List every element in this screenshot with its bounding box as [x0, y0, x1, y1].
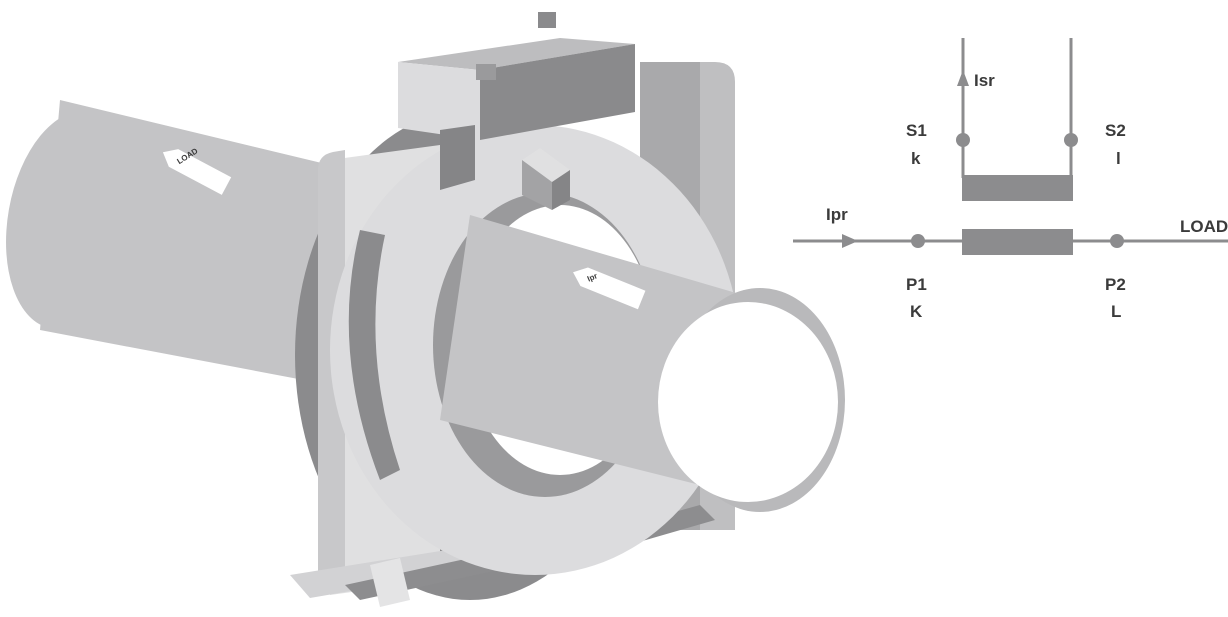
current-transformer-illustration: LOAD	[6, 12, 845, 607]
p1-sub-label: K	[910, 302, 923, 321]
toroid-rim	[348, 230, 400, 480]
clamp-bracket	[440, 125, 475, 190]
ipr-arrow: Ipr	[573, 267, 646, 310]
s2-terminal-dot	[1064, 133, 1078, 147]
conductor-back	[6, 100, 330, 385]
ipr-arrow-label: Ipr	[586, 271, 599, 283]
ct-schematic	[793, 38, 1228, 255]
p1-terminal-dot	[911, 234, 925, 248]
terminal-box	[398, 12, 635, 140]
s2-label: S2	[1105, 121, 1126, 140]
conductor-front	[440, 215, 845, 512]
ipr-arrowhead	[842, 234, 858, 248]
s1-label: S1	[906, 121, 927, 140]
schematic-labels: Isr S1 k S2 l Ipr LOAD P1 K P2 L	[826, 71, 1228, 321]
s1-sub-label: k	[911, 149, 921, 168]
p1-label: P1	[906, 275, 927, 294]
p2-terminal-dot	[1110, 234, 1124, 248]
clamp-block	[522, 148, 570, 210]
primary-winding	[962, 229, 1073, 255]
p2-sub-label: L	[1111, 302, 1121, 321]
s2-sub-label: l	[1116, 149, 1121, 168]
secondary-winding	[962, 175, 1073, 201]
p2-label: P2	[1105, 275, 1126, 294]
s1-terminal-dot	[956, 133, 970, 147]
terminal-screw-front	[476, 64, 496, 80]
ipr-label: Ipr	[826, 205, 848, 224]
terminal-screw-top	[538, 12, 556, 28]
isr-label: Isr	[974, 71, 995, 90]
load-label: LOAD	[1180, 217, 1228, 236]
isr-arrowhead	[957, 70, 969, 86]
load-arrow: LOAD	[162, 146, 232, 195]
